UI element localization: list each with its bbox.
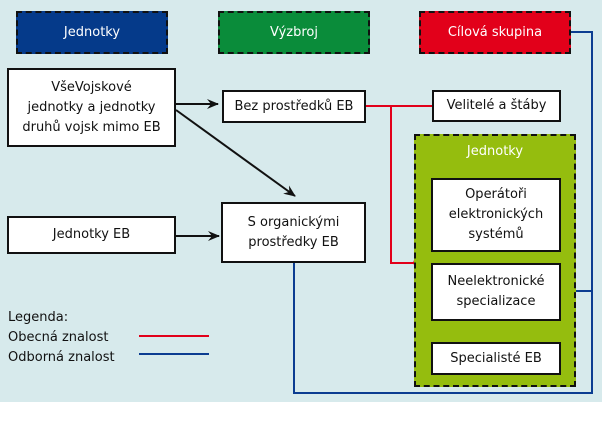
legend-general-knowledge: Obecná znalost: [8, 330, 109, 345]
header-target-group-label: Cílová skupina: [447, 25, 543, 40]
legend-title: Legenda:: [8, 310, 69, 325]
box-non-electronic-specializations: Neelektronické specializace: [431, 263, 561, 321]
header-armament: Výzbroj: [218, 11, 370, 54]
legend-expert-knowledge: Odborná znalost: [8, 350, 115, 365]
diagram-canvas: Jednotky Výzbroj Cílová skupina VšeVojsk…: [0, 0, 602, 402]
legend: Legenda: Obecná znalost Odborná znalost: [8, 308, 115, 368]
box-with-organic-ew-means: S organickými prostředky EB: [221, 202, 366, 263]
box-commanders-and-staffs: Velitelé a štáby: [432, 90, 561, 122]
box-ew-units: Jednotky EB: [7, 216, 176, 254]
box-combined-arms-units: VšeVojskové jednotky a jednotky druhů vo…: [7, 68, 176, 147]
box-without-ew-means: Bez prostředků EB: [222, 90, 366, 123]
header-armament-label: Výzbroj: [270, 25, 318, 40]
box-electronic-systems-operators: Operátoři elektronických systémů: [431, 178, 561, 252]
header-units-label: Jednotky: [63, 25, 121, 40]
header-target-group: Cílová skupina: [419, 11, 571, 54]
red-line-branch: [390, 106, 414, 264]
arrow-combined-to-with: [175, 109, 296, 197]
blue-line-target-header: [293, 31, 593, 394]
group-units-title: Jednotky: [466, 144, 524, 159]
box-ew-specialists: Specialisté EB: [431, 342, 561, 375]
header-units: Jednotky: [16, 11, 168, 54]
